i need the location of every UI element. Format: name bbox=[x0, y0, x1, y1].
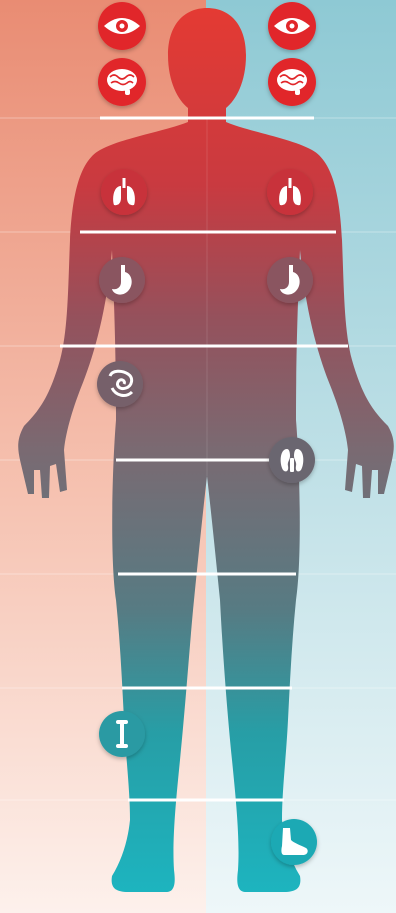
stomach-badge-right bbox=[267, 257, 313, 303]
foot-badge-right bbox=[271, 819, 317, 865]
brain-badge-right bbox=[268, 58, 316, 106]
brain-badge-left bbox=[98, 58, 146, 106]
kidneys-badge-right bbox=[269, 437, 315, 483]
eye-badge-right bbox=[268, 2, 316, 50]
intestine-badge-left bbox=[97, 361, 143, 407]
eye-badge-left bbox=[98, 2, 146, 50]
lungs-badge-right bbox=[267, 169, 313, 215]
lungs-badge-left bbox=[101, 169, 147, 215]
bone-badge-left bbox=[99, 711, 145, 757]
stomach-badge-left bbox=[99, 257, 145, 303]
